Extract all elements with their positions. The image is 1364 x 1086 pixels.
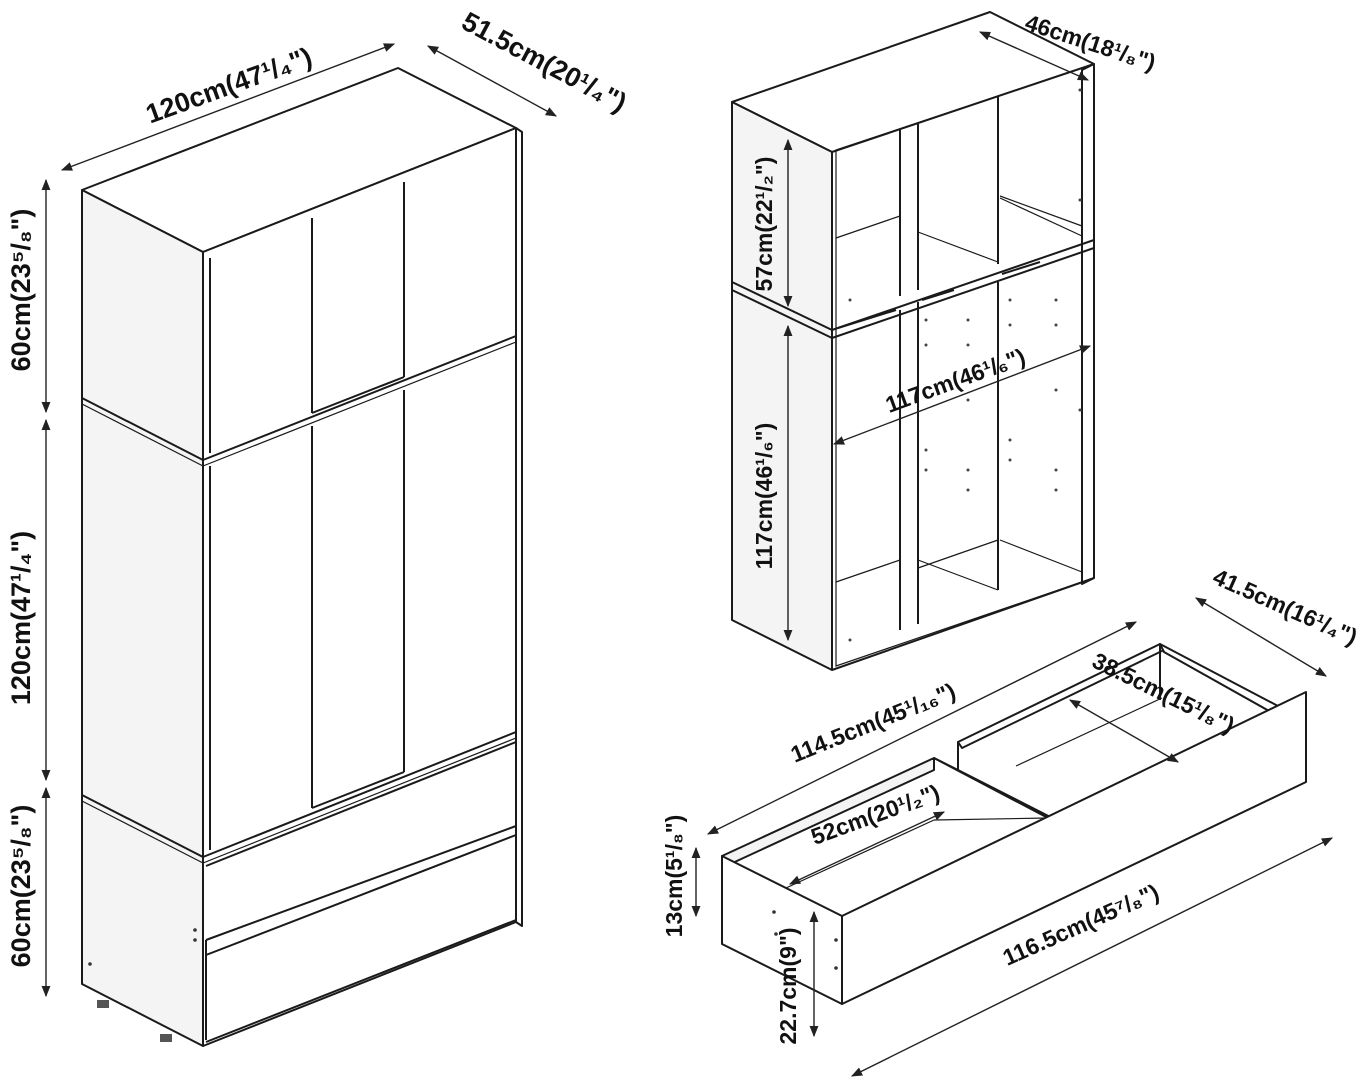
foot: [160, 1034, 172, 1042]
drawer-inner-depth-label: 38.5cm(15¹/₈"): [1088, 647, 1238, 738]
wardrobe-depth-dim: [427, 45, 557, 117]
drawer-front-length-dim: [850, 837, 1334, 1077]
top-door-handle: [311, 376, 405, 414]
partition: [899, 124, 919, 296]
wardrobe-bottom-height-label: 60cm(23⁵/₈"): [6, 805, 36, 968]
mid-door-handle: [311, 771, 405, 809]
wardrobe-drawer-lines: [205, 741, 517, 956]
drawer-length-dim: [706, 621, 1138, 835]
carcass-top-height-label: 57cm(22¹/₂"): [751, 157, 777, 292]
carcass-side: [731, 101, 833, 671]
drawer-front-height-label: 22.7cm(9"): [775, 927, 801, 1044]
wardrobe-depth-label: 51.5cm(20¹/₄"): [457, 6, 632, 118]
wardrobe-drawing: [81, 67, 523, 1047]
partition: [899, 302, 919, 630]
top-module-line: [81, 335, 517, 461]
carcass-height-label: 117cm(46¹/₆"): [751, 423, 777, 570]
wardrobe-front: [202, 127, 517, 1047]
drawer-depth-label: 41.5cm(16¹/₄"): [1209, 563, 1361, 650]
wardrobe-side: [81, 189, 204, 1047]
wardrobe-width-dim: [60, 43, 396, 171]
wardrobe-top-height-label: 60cm(23⁵/₈"): [6, 209, 36, 372]
carcass-depth-dim: [978, 31, 1090, 81]
carcass-drawing: [731, 11, 1095, 671]
carcass-width-label: 117cm(46¹/₆"): [882, 343, 1029, 418]
carcass-width-dim: [832, 345, 1092, 445]
drawer-inner-depth-dim: [1069, 699, 1179, 763]
foot: [97, 1000, 109, 1008]
bottom-module-line: [81, 731, 517, 858]
drawer-height-label: 13cm(5¹/₈"): [661, 815, 687, 938]
drawer-depth-dim: [1195, 597, 1327, 677]
wardrobe-mid-height-label: 120cm(47¹/₄"): [6, 531, 36, 705]
